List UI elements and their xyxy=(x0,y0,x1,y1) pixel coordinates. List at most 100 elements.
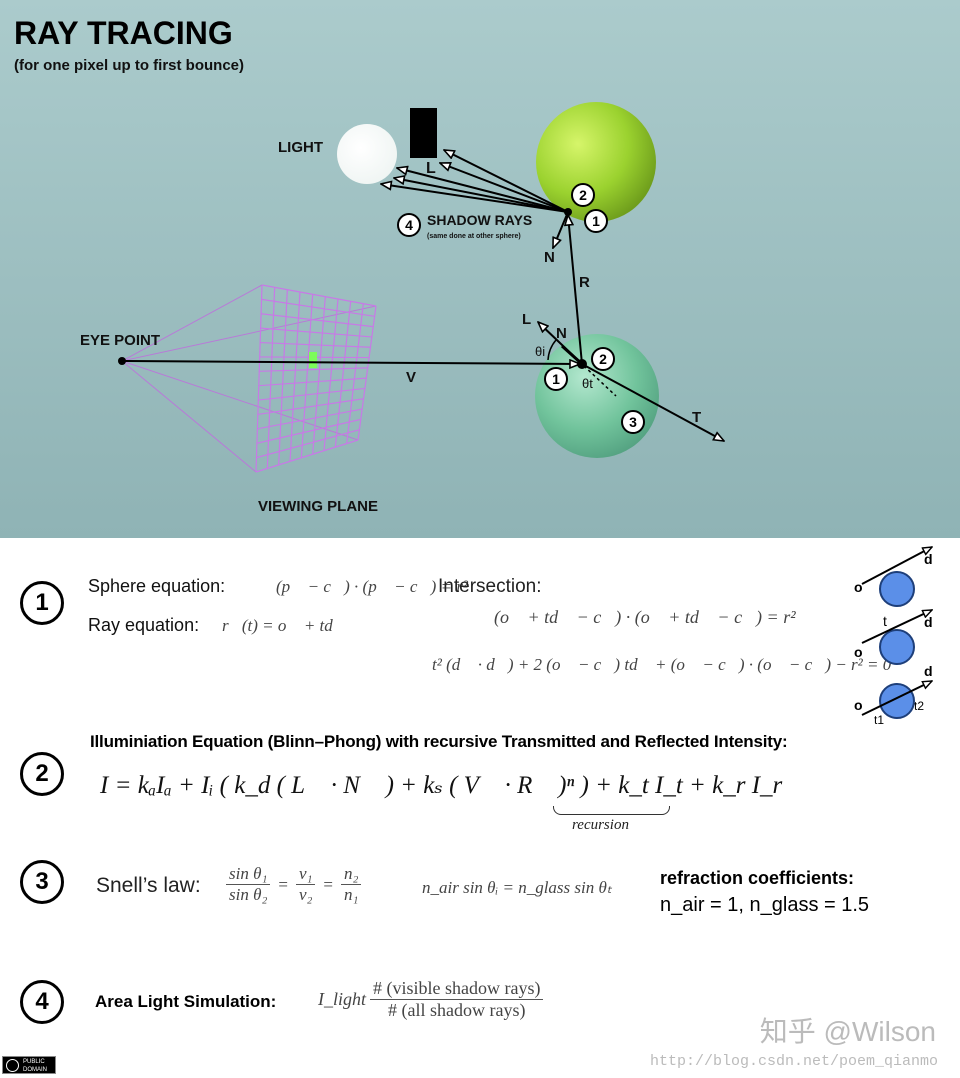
frustum-edge xyxy=(121,360,257,473)
svg-text:2: 2 xyxy=(579,187,587,203)
grid-row-line xyxy=(260,327,372,338)
intersection-cases: o d o d t o d t1 t2 xyxy=(854,540,960,727)
frustum-edge xyxy=(121,284,263,362)
eye-point-dot xyxy=(118,357,126,365)
grid-row-line xyxy=(257,408,363,430)
reflected-ray-r xyxy=(568,215,583,365)
grid-row-line xyxy=(257,398,364,416)
frustum-edge xyxy=(121,305,377,362)
intensity-symbol: I_light xyxy=(318,989,366,1009)
ray-intersect xyxy=(861,680,932,716)
grid-column-line xyxy=(357,305,377,441)
vector-v-label: V xyxy=(406,369,416,386)
background xyxy=(0,0,960,538)
svg-text:3: 3 xyxy=(629,414,637,430)
ray-equation: r⃗(t) = o⃗ + td⃗ xyxy=(222,616,346,635)
area-light-label: Area Light Simulation: xyxy=(95,992,277,1011)
frac3-num: n₂ xyxy=(341,864,362,885)
watermark: 知乎 @Wilson xyxy=(759,1016,936,1047)
pixel xyxy=(309,352,317,368)
frac3-den: n₁ xyxy=(344,885,359,904)
snell-label: Snell’s law: xyxy=(96,874,201,897)
frac2-num: v₁ xyxy=(295,864,316,885)
step-badge-3: 3 xyxy=(621,410,645,434)
grid-row-line xyxy=(256,418,361,444)
recursion-label: recursion xyxy=(572,817,629,833)
license-text: PUBLIC DOMAIN xyxy=(23,1059,47,1073)
shadow-ray xyxy=(444,150,569,213)
hit-point-bottom xyxy=(577,359,587,369)
grid-row-line xyxy=(261,298,375,317)
normal-n-bottom-label: N xyxy=(556,325,567,342)
frac2-den: v₂ xyxy=(298,885,313,904)
ray-tangent xyxy=(861,609,932,644)
denominator: # (all shadow rays) xyxy=(388,1000,526,1020)
transmitted-ray-t xyxy=(581,363,724,441)
grid-column-line xyxy=(323,298,339,451)
origin-label: o xyxy=(854,697,863,713)
grid-column-line xyxy=(334,301,352,448)
ray-equation-label: Ray equation: xyxy=(88,615,200,635)
frac1-num: sin θ₁ xyxy=(226,864,271,885)
shadow-ray xyxy=(394,178,569,213)
ray-miss xyxy=(861,547,932,585)
section-3-badge: 3 xyxy=(20,860,64,904)
grid-row-line xyxy=(259,367,368,372)
grid-row-line xyxy=(261,284,377,307)
sphere-intersect xyxy=(879,683,915,719)
grid-column-line xyxy=(278,289,288,465)
shadow-rays-label: SHADOW RAYS xyxy=(427,212,532,228)
origin-label: o xyxy=(854,579,863,595)
area-light xyxy=(337,124,397,184)
angle-theta-i-arc xyxy=(547,339,557,361)
normal-n-label: N xyxy=(544,249,555,266)
direction-label: d xyxy=(924,551,933,567)
public-domain-icon xyxy=(6,1059,19,1072)
grid-column-line xyxy=(255,284,263,473)
grid-column-line xyxy=(266,287,276,469)
viewing-plane-label: VIEWING PLANE xyxy=(258,498,378,515)
illumination-heading: Illuminiation Equation (Blinn–Phong) wit… xyxy=(90,732,788,751)
refraction-coefficients-values: n_air = 1, n_glass = 1.5 xyxy=(660,894,870,916)
public-domain-badge: PUBLIC DOMAIN xyxy=(2,1056,56,1074)
ray-tracing-diagram: RAY TRACING (for one pixel up to first b… xyxy=(0,0,960,538)
t1-label: t1 xyxy=(874,713,884,727)
vector-r-label: R xyxy=(579,274,590,291)
section-4-badge: 4 xyxy=(20,980,64,1024)
intersection-label: Intersection: xyxy=(438,576,542,597)
grid-column-line xyxy=(289,291,301,462)
sphere-equation: (p⃗ − c⃗) · (p⃗ − c⃗) = r² xyxy=(276,577,469,596)
illumination-equation: I = kₐIₐ + Iᵢ ( k_d ( L⃗ · N⃗ ) + kₛ ( V… xyxy=(100,772,783,799)
section-1-badge: 1 xyxy=(20,581,64,625)
direction-label: d xyxy=(924,663,933,679)
sphere-tangent xyxy=(879,629,915,665)
source-url: http://blog.csdn.net/poem_qianmo xyxy=(649,1053,938,1070)
svg-text:1: 1 xyxy=(592,213,600,229)
step-badge-2-top: 2 xyxy=(571,183,595,207)
theta-i-label: θi xyxy=(535,344,545,359)
vector-t-label: T xyxy=(692,409,701,426)
page-title: RAY TRACING xyxy=(14,15,233,51)
grid-column-line xyxy=(346,303,364,444)
numerator: # (visible shadow rays) xyxy=(370,978,544,1000)
step-badge-1-top: 1 xyxy=(584,209,608,233)
direction-label: d xyxy=(924,614,933,630)
view-frustum xyxy=(121,284,377,473)
frac1-den: sin θ₂ xyxy=(229,885,268,904)
quadratic-equation: t² (d⃗ · d⃗) + 2 (o⃗ − c⃗) td⃗ + (o⃗ − c… xyxy=(432,655,892,674)
intersection-equation: (o⃗ + td⃗ − c⃗) · (o⃗ + td⃗ − c⃗) = r² xyxy=(494,607,796,627)
grid-column-line xyxy=(312,296,326,455)
normal-dashed xyxy=(583,365,617,397)
occluder-block xyxy=(410,108,437,158)
frustum-edge xyxy=(121,360,359,441)
vector-l-bottom-label: L xyxy=(522,311,531,328)
svg-text:1: 1 xyxy=(552,371,560,387)
vector-l-label: L xyxy=(426,160,436,177)
sphere-miss xyxy=(879,571,915,607)
shadow-ray xyxy=(397,168,569,213)
grid-row-line xyxy=(255,439,359,473)
svg-text:2: 2 xyxy=(599,351,607,367)
grid-row-line xyxy=(261,313,374,328)
eye-point-label: EYE POINT xyxy=(80,332,160,349)
